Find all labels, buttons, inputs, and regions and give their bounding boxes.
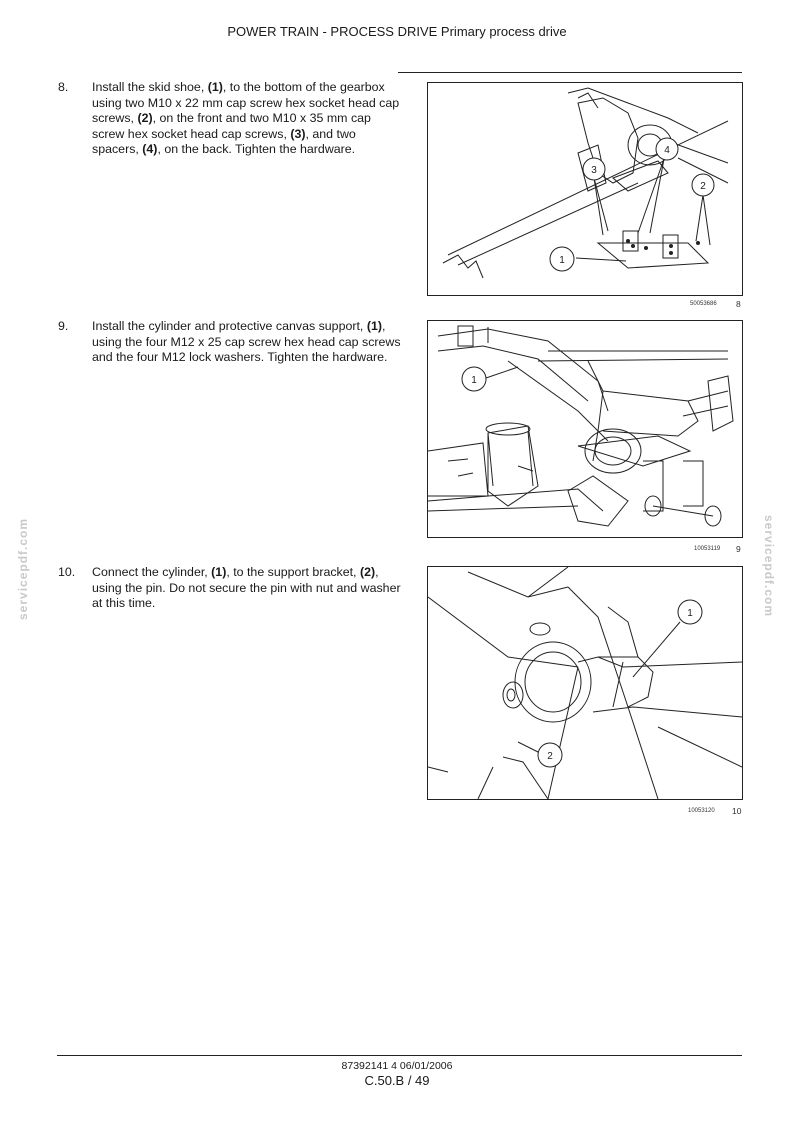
page-header: POWER TRAIN - PROCESS DRIVE Primary proc… <box>227 24 567 39</box>
watermark-right: servicepdf.com <box>762 515 776 618</box>
figure-skid-shoe-illustration: 3 4 2 1 <box>427 82 743 296</box>
callout-1: 1 <box>687 608 693 619</box>
figure-code: 10053119 <box>694 546 721 552</box>
step-text: Install the skid shoe, (1), to the botto… <box>92 80 400 156</box>
step-9: 9. Install the cylinder and protective c… <box>58 319 403 384</box>
footer-doc-ref: 87392141 4 06/01/2006 <box>341 1060 453 1072</box>
footer-rule <box>57 1055 742 1056</box>
figure-number: 10 <box>732 806 742 816</box>
figure-cylinder-support-illustration: 1 <box>427 320 743 538</box>
header-rule <box>398 72 742 73</box>
figure-number: 8 <box>736 299 741 309</box>
watermark-left: servicepdf.com <box>16 517 30 620</box>
step-text: Install the cylinder and protective canv… <box>92 319 401 364</box>
step-number: 10. <box>58 565 76 579</box>
footer-page-number: C.50.B / 49 <box>364 1073 430 1088</box>
step-number: 9. <box>58 319 69 333</box>
callout-1: 1 <box>471 375 477 386</box>
figure-number: 9 <box>736 544 741 554</box>
step-number: 8. <box>58 80 69 94</box>
figure-code: 50053686 <box>690 301 717 307</box>
callout-4: 4 <box>664 145 670 156</box>
figure-cylinder-bracket-illustration: 1 2 <box>427 566 743 800</box>
callout-2: 2 <box>547 751 553 762</box>
step-8: 8. Install the skid shoe, (1), to the bo… <box>58 80 403 175</box>
callout-3: 3 <box>591 165 597 176</box>
callout-1: 1 <box>559 255 565 266</box>
step-text: Connect the cylinder, (1), to the suppor… <box>92 565 401 610</box>
step-10: 10. Connect the cylinder, (1), to the su… <box>58 565 403 615</box>
figure-code: 10053120 <box>688 808 715 814</box>
callout-2: 2 <box>700 181 706 192</box>
